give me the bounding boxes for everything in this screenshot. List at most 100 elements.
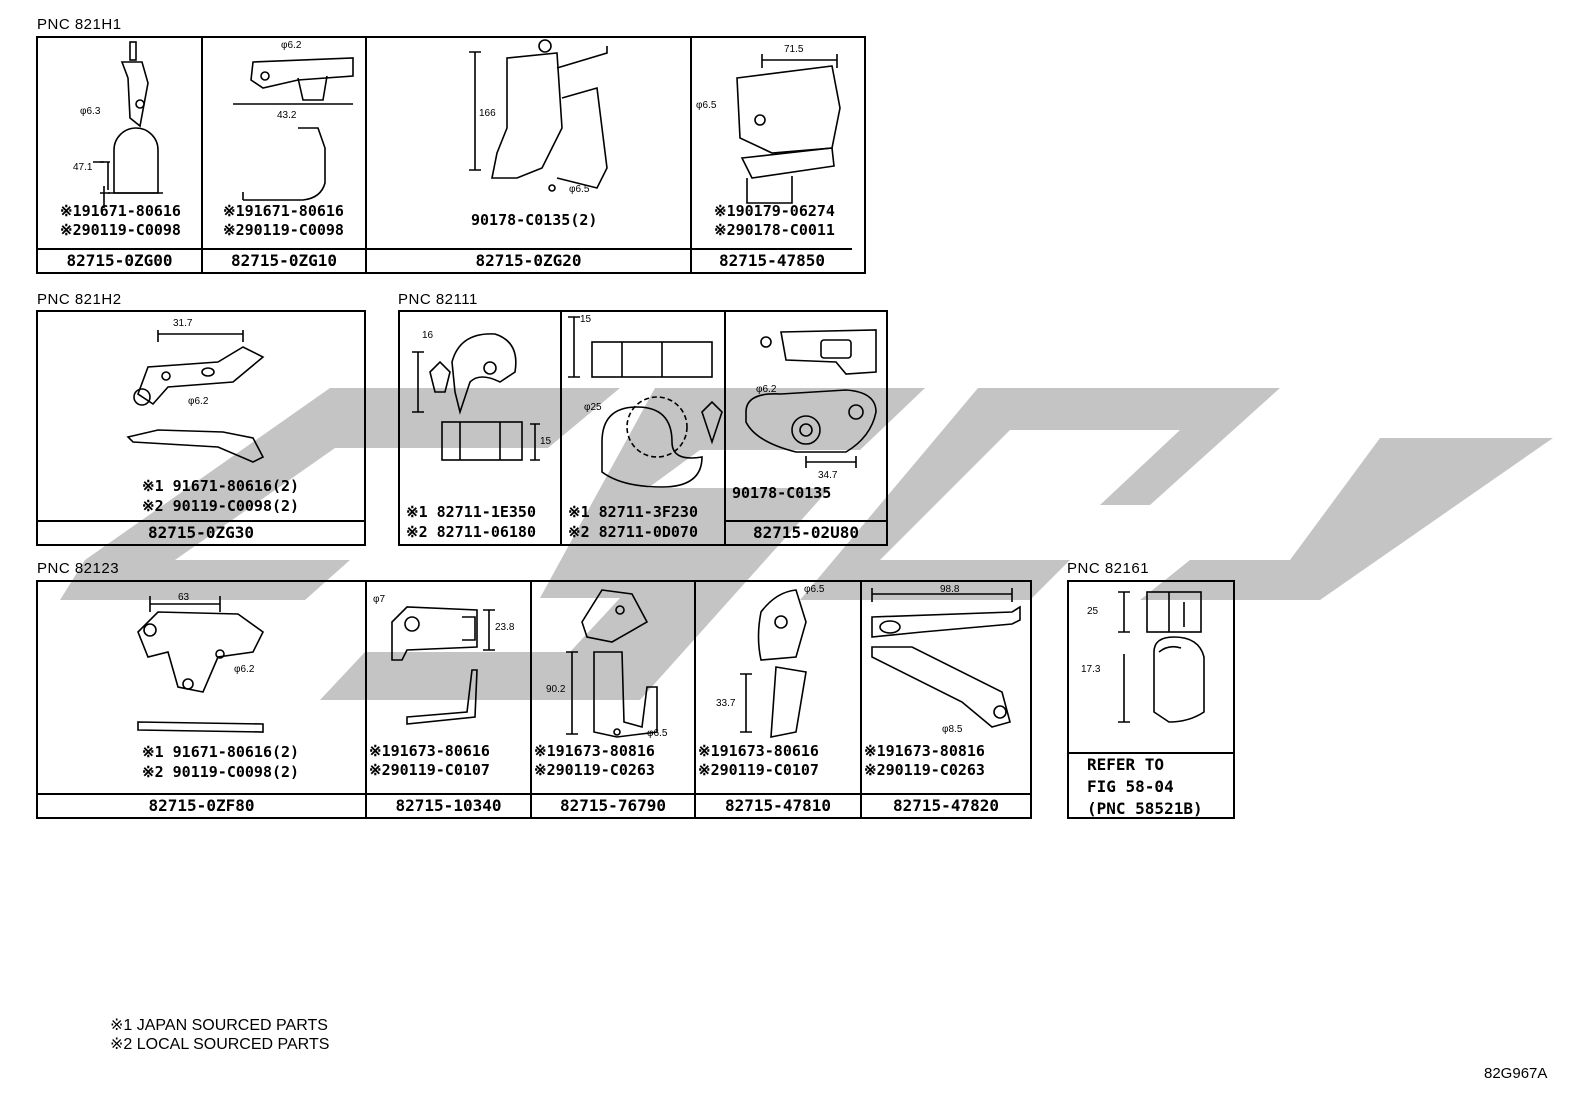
nut-part-number: 90178-C0135(2) [471,211,598,229]
dim-label: 166 [479,108,496,119]
dim-label: 98.8 [940,584,960,595]
bolt-part-number: ※191673-80616 [698,742,819,760]
dim-label: 31.7 [173,318,193,329]
bracket-drawing [137,596,265,733]
dim-label: 34.7 [818,470,838,481]
nut-part-number: ※2 90119-C0098(2) [142,497,300,515]
group-box-82123: 63 φ6.2 ※1 91671-80616(2) ※2 90119-C0098… [36,580,1032,819]
dim-label: 25 [1087,606,1099,617]
part-number[interactable]: 82715-0ZG20 [367,248,690,272]
group-title-821h2: PNC 821H2 [37,291,122,308]
nut-part-number: ※290119-C0107 [369,761,490,779]
clamp-drawing [568,316,723,488]
group-box-82161: 25 17.3 REFER TO FIG 58-04 (PNC 58521B) [1067,580,1235,819]
bracket-drawing [736,54,841,204]
part-number[interactable]: 82715-47820 [862,793,1030,817]
bracket-drawing [93,41,163,208]
nut-part-number: ※290178-C0011 [714,221,835,239]
part-number[interactable]: 82715-02U80 [726,520,886,544]
bracket-drawing [233,57,354,201]
dim-label: 71.5 [784,44,804,55]
bracket-drawing [871,588,1021,728]
group-box-821h2: 31.7 φ6.2 ※1 91671-80616(2) ※2 90119-C00… [36,310,366,546]
refer-divider [1069,752,1233,754]
dim-label: φ6.5 [647,728,668,739]
nut-part-number: ※290119-C0098 [223,221,344,239]
part-number[interactable]: 82715-0ZG00 [38,248,201,272]
bolt-part-number: ※1 91671-80616(2) [142,743,300,761]
bracket-drawing [566,589,658,738]
dim-label: φ6.2 [188,396,209,407]
part-cell-82715-76790: 90.2 φ6.5 ※191673-80816 ※290119-C0263 82… [532,582,696,817]
dim-label: 33.7 [716,698,736,709]
part-cell-82715-0zg20: 166 φ6.5 90178-C0135(2) 82715-0ZG20 [367,38,692,272]
dim-label: 16 [422,330,434,341]
bolt-part-number: ※191673-80616 [369,742,490,760]
part-number[interactable]: 82715-47810 [696,793,860,817]
part-cell-82711-3f230: 15 φ25 ※1 82711-3F230 ※2 82711-0D070 [562,312,726,544]
dim-label: 23.8 [495,622,515,633]
bracket-drawing [745,329,877,468]
dim-label: φ8.5 [942,724,963,735]
refer-line-2: FIG 58-04 [1087,777,1174,796]
refer-line-1: REFER TO [1087,755,1165,774]
bolt-part-number: ※191671-80616 [223,202,344,220]
group-box-82111: 16 15 ※1 82711-1E350 ※2 82711-06180 15 φ… [398,310,888,546]
dim-label: φ6.5 [804,584,825,595]
part-number[interactable]: 82715-76790 [532,793,694,817]
part-cell-82715-47850: 71.5 φ6.5 ※190179-06274 ※290178-C0011 82… [692,38,852,272]
group-box-821h1: φ6.3 47.1 ※191671-80616 ※290119-C0098 82… [36,36,866,274]
dim-label: 43.2 [277,110,297,121]
part-cell-82715-0zg30: 31.7 φ6.2 ※1 91671-80616(2) ※2 90119-C00… [38,312,364,544]
nut-part-number: ※290119-C0263 [534,761,655,779]
part-number[interactable]: 82715-0ZG10 [203,248,365,272]
bracket-drawing [469,39,608,192]
part-cell-82711-1e350: 16 15 ※1 82711-1E350 ※2 82711-06180 [400,312,562,544]
part-number[interactable]: 82715-47850 [692,248,852,272]
clamp-japan-part-number: ※1 82711-3F230 [568,503,698,521]
bolt-part-number: ※191671-80616 [60,202,181,220]
part-cell-82715-0zg10: φ6.2 43.2 ※191671-80616 ※290119-C0098 82… [203,38,367,272]
clamp-local-part-number: ※2 82711-06180 [406,523,536,541]
group-title-82161: PNC 82161 [1067,560,1150,577]
group-title-821h1: PNC 821H1 [37,16,122,33]
dim-label: φ6.2 [281,40,302,51]
bracket-drawing [740,589,807,738]
dim-label: 47.1 [73,162,93,173]
part-cell-82715-0zg00: φ6.3 47.1 ※191671-80616 ※290119-C0098 82… [38,38,203,272]
part-cell-82715-0zf80: 63 φ6.2 ※1 91671-80616(2) ※2 90119-C0098… [38,582,367,817]
bracket-drawing [391,606,495,725]
dim-label: φ6.5 [569,184,590,195]
figure-code: 82G967A [1484,1065,1548,1082]
nut-part-number: ※290119-C0263 [864,761,985,779]
part-cell-82715-47810: φ6.5 33.7 ※191673-80616 ※290119-C0107 82… [696,582,862,817]
part-cell-82715-47820: 98.8 φ8.5 ※191673-80816 ※290119-C0263 82… [862,582,1030,817]
dim-label: φ6.2 [756,384,777,395]
clamp-drawing [412,333,540,461]
group-title-82123: PNC 82123 [37,560,120,577]
dim-label: 17.3 [1081,664,1101,675]
dim-label: φ6.2 [234,664,255,675]
clamp-japan-part-number: ※1 82711-1E350 [406,503,536,521]
refer-line-3: (PNC 58521B) [1087,799,1203,818]
nut-part-number: ※2 90119-C0098(2) [142,763,300,781]
dim-label: 15 [580,314,592,325]
dim-label: 15 [540,436,552,447]
bolt-part-number: ※191673-80816 [864,742,985,760]
part-number[interactable]: 82715-0ZF80 [38,793,365,817]
dim-label: 63 [178,592,190,603]
bolt-part-number: ※190179-06274 [714,202,835,220]
group-title-82111: PNC 82111 [398,291,478,308]
nut-part-number: ※290119-C0098 [60,221,181,239]
part-number[interactable]: 82715-0ZG30 [38,520,364,544]
nut-part-number: 90178-C0135 [732,484,832,502]
bolt-part-number: ※191673-80816 [534,742,655,760]
dim-label: 90.2 [546,684,566,695]
clamp-drawing [1118,591,1205,723]
part-number[interactable]: 82715-10340 [367,793,530,817]
part-cell-82715-02u80: φ6.2 34.7 90178-C0135 82715-02U80 [726,312,886,544]
bolt-part-number: ※1 91671-80616(2) [142,477,300,495]
dim-label: φ6.3 [80,106,101,117]
dim-label: φ7 [373,594,386,605]
dim-label: φ6.5 [696,100,717,111]
